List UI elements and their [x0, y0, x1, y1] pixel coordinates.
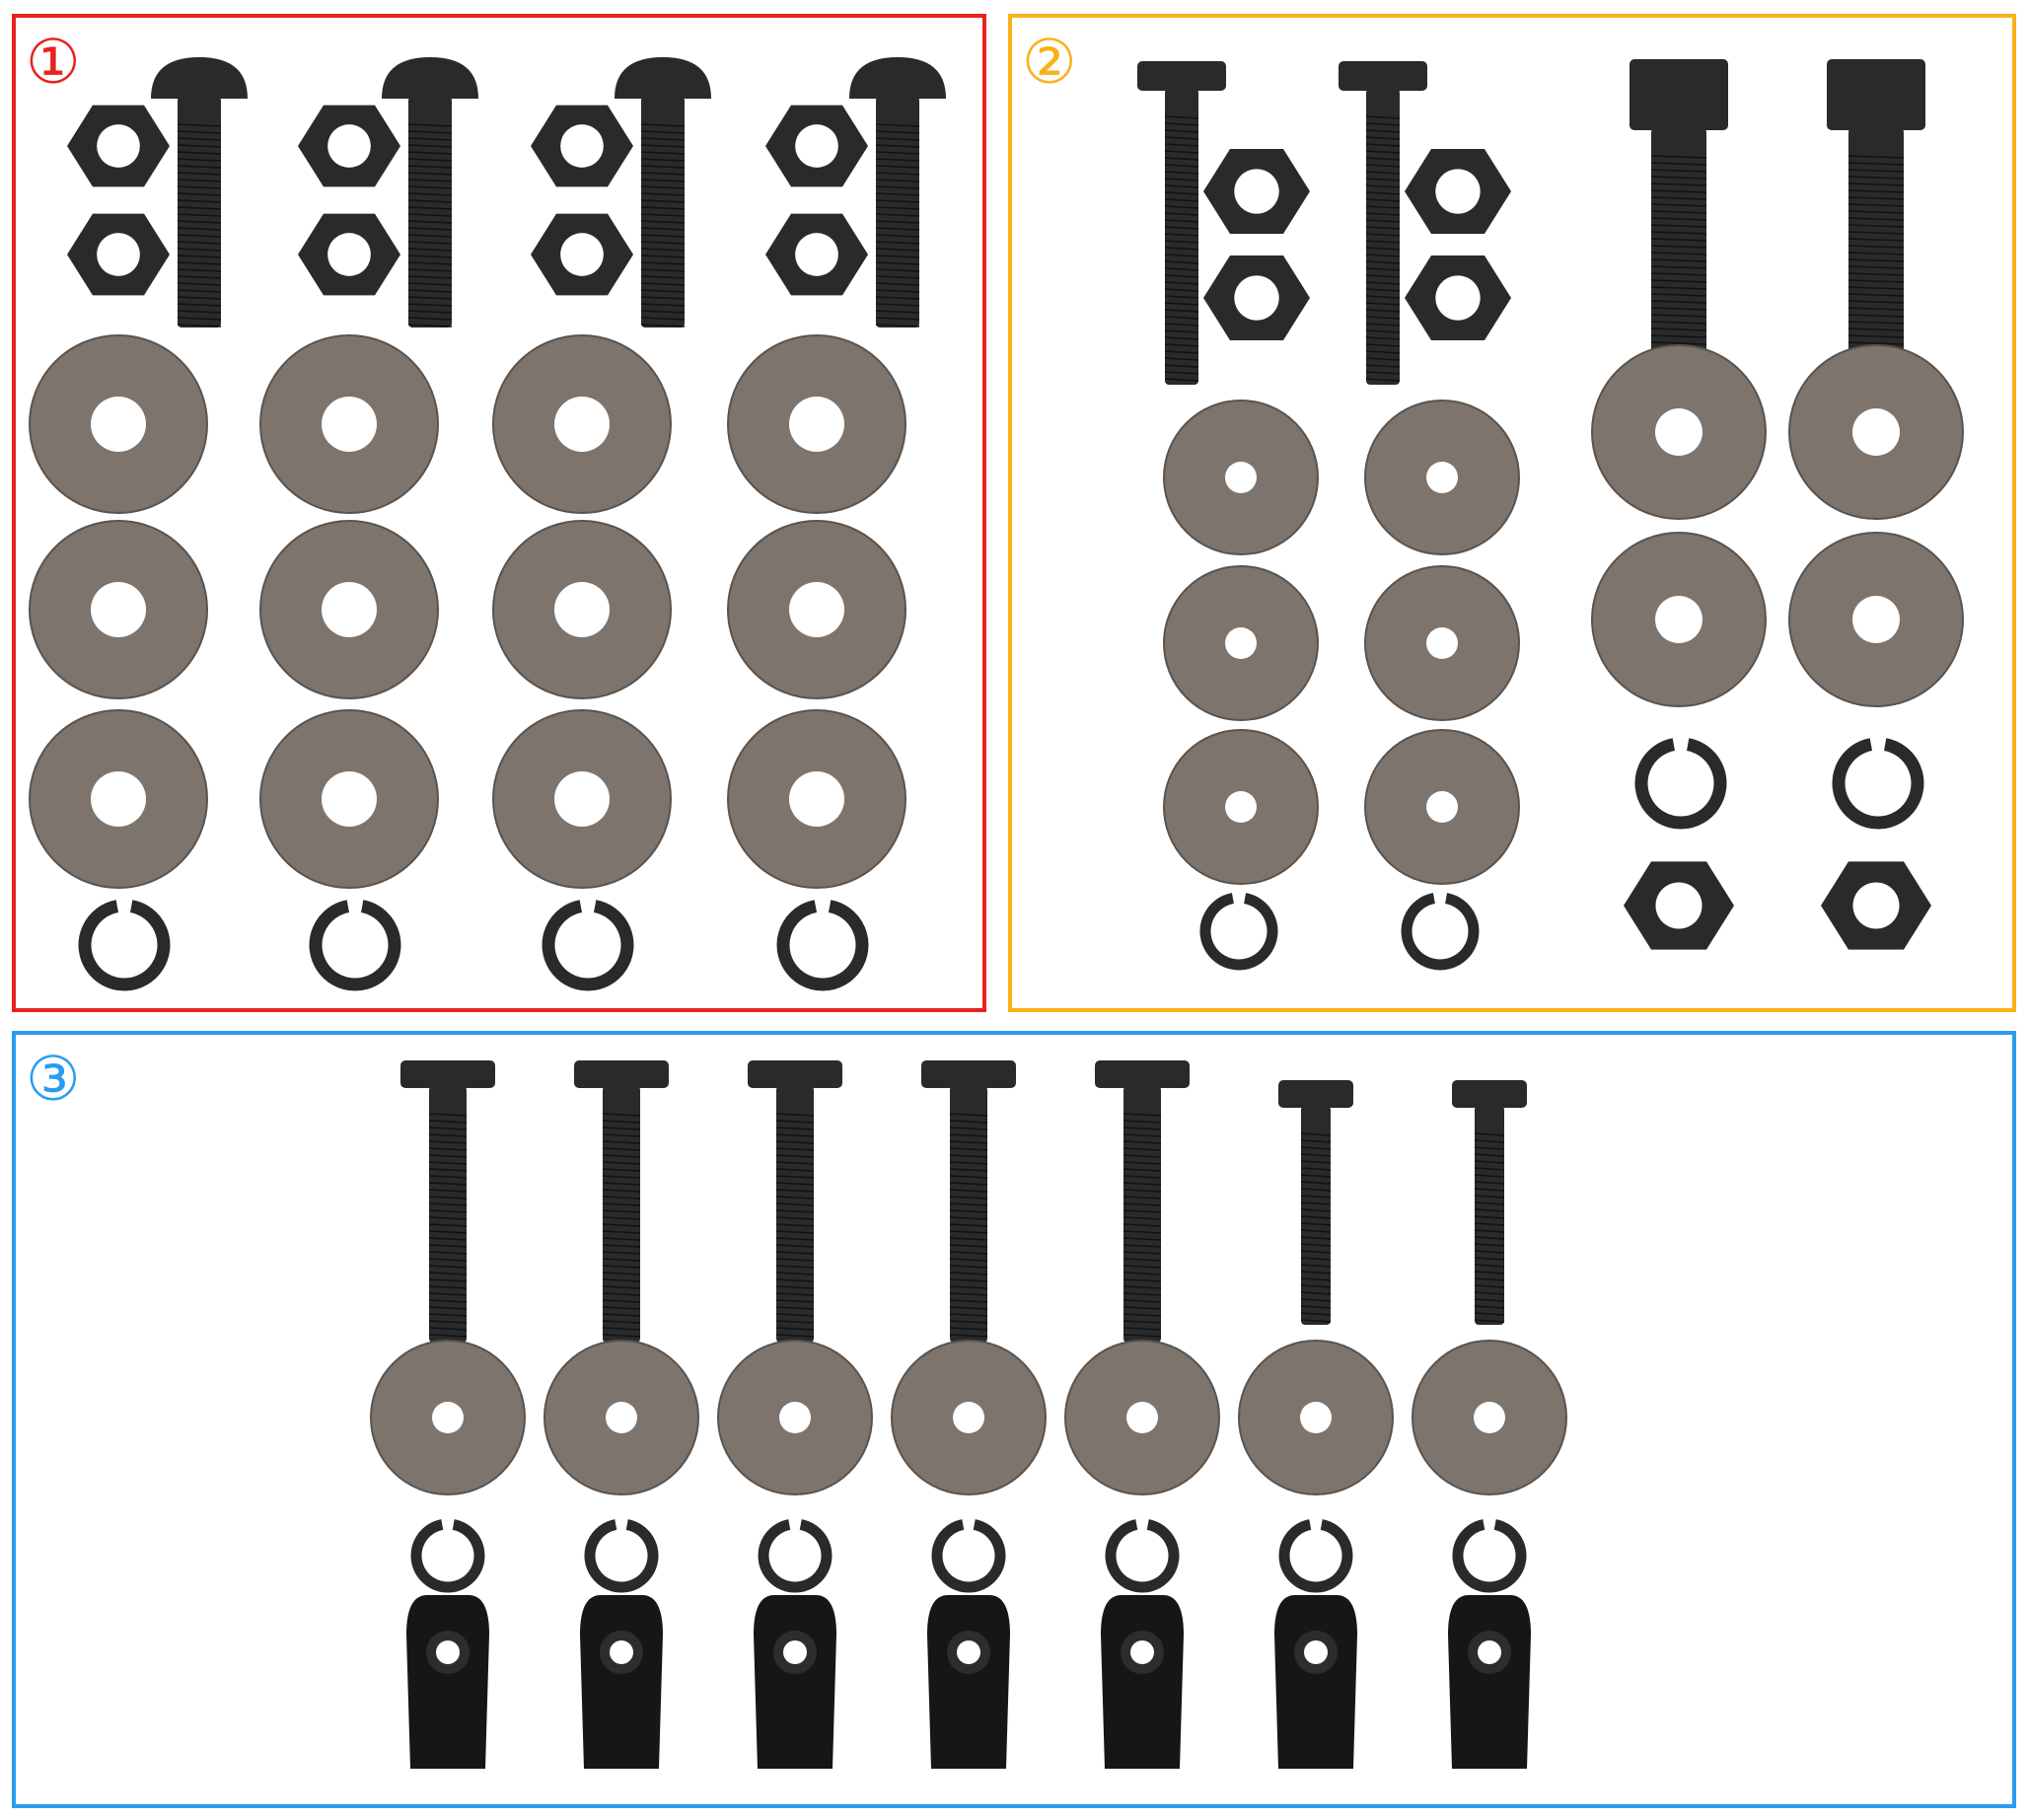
- split-lock-washer: [1401, 893, 1480, 971]
- flat-washer: [1591, 344, 1767, 520]
- hex-nut: [67, 105, 170, 187]
- hex-bolt: [1827, 59, 1925, 369]
- hex-nut: [531, 213, 633, 296]
- hex-bolt: [1278, 1080, 1353, 1325]
- flat-washer: [1364, 729, 1520, 885]
- group-3-panel: ③: [12, 1031, 2016, 1808]
- hex-nut: [298, 213, 400, 296]
- hex-nut: [765, 213, 868, 296]
- flat-washer: [492, 334, 672, 514]
- hex-bolt: [1630, 59, 1728, 369]
- group-1-panel: ①: [12, 14, 986, 1012]
- carriage-bolt: [615, 57, 711, 328]
- hex-nut: [1821, 861, 1931, 950]
- group-3-parts: [370, 1060, 1567, 1769]
- split-lock-washer: [758, 1519, 833, 1593]
- flat-washer: [543, 1340, 699, 1495]
- hex-nut: [298, 105, 400, 187]
- hex-nut: [1203, 149, 1310, 234]
- hex-nut: [1624, 861, 1734, 950]
- hex-nut: [67, 213, 170, 296]
- u-nut-clip: [754, 1595, 836, 1769]
- carriage-bolt: [382, 57, 478, 328]
- hex-nut: [1405, 149, 1511, 234]
- group-2-panel: ②: [1008, 14, 2016, 1012]
- flat-washer: [259, 709, 439, 889]
- flat-washer: [370, 1340, 526, 1495]
- group-2-number: ②: [1022, 26, 1077, 98]
- flat-washer: [727, 334, 906, 514]
- split-lock-washer: [78, 900, 171, 991]
- split-lock-washer: [931, 1519, 1006, 1593]
- flat-washer: [29, 709, 208, 889]
- split-lock-washer: [1199, 893, 1278, 971]
- split-lock-washer: [776, 900, 869, 991]
- u-nut-clip: [1101, 1595, 1184, 1769]
- group-1-number: ①: [26, 26, 81, 98]
- flat-washer: [1364, 565, 1520, 721]
- hex-bolt: [1339, 61, 1427, 385]
- flat-washer: [1163, 565, 1319, 721]
- flat-washer: [1591, 532, 1767, 707]
- hex-bolt: [400, 1060, 495, 1343]
- split-lock-washer: [410, 1519, 485, 1593]
- split-lock-washer: [542, 900, 634, 991]
- flat-washer: [1064, 1340, 1220, 1495]
- hex-bolt: [1452, 1080, 1527, 1325]
- group-2-parts: [1137, 59, 1964, 971]
- hex-nut: [1203, 255, 1310, 340]
- split-lock-washer: [584, 1519, 659, 1593]
- carriage-bolt: [151, 57, 248, 328]
- group-3-number: ③: [26, 1043, 81, 1115]
- flat-washer: [1412, 1340, 1567, 1495]
- split-lock-washer: [1452, 1519, 1527, 1593]
- hex-nut: [1405, 255, 1511, 340]
- flat-washer: [492, 709, 672, 889]
- hex-bolt: [1095, 1060, 1190, 1343]
- hex-nut: [765, 105, 868, 187]
- split-lock-washer: [1105, 1519, 1180, 1593]
- hex-bolt: [748, 1060, 842, 1343]
- flat-washer: [717, 1340, 873, 1495]
- flat-washer: [727, 520, 906, 699]
- split-lock-washer: [309, 900, 401, 991]
- flat-washer: [1163, 400, 1319, 555]
- flat-washer: [1788, 344, 1964, 520]
- u-nut-clip: [1274, 1595, 1357, 1769]
- u-nut-clip: [1448, 1595, 1531, 1769]
- flat-washer: [259, 334, 439, 514]
- hex-bolt: [574, 1060, 669, 1343]
- hex-bolt: [921, 1060, 1016, 1343]
- flat-washer: [727, 709, 906, 889]
- flat-washer: [29, 334, 208, 514]
- split-lock-washer: [1278, 1519, 1353, 1593]
- u-nut-clip: [927, 1595, 1010, 1769]
- flat-washer: [29, 520, 208, 699]
- split-lock-washer: [1634, 738, 1727, 830]
- carriage-bolt: [849, 57, 946, 328]
- hex-nut: [531, 105, 633, 187]
- flat-washer: [1238, 1340, 1394, 1495]
- split-lock-washer: [1832, 738, 1924, 830]
- flat-washer: [492, 520, 672, 699]
- flat-washer: [259, 520, 439, 699]
- flat-washer: [1364, 400, 1520, 555]
- group-1-parts: [29, 57, 946, 991]
- flat-washer: [1163, 729, 1319, 885]
- u-nut-clip: [580, 1595, 663, 1769]
- flat-washer: [1788, 532, 1964, 707]
- u-nut-clip: [406, 1595, 489, 1769]
- hex-bolt: [1137, 61, 1226, 385]
- flat-washer: [891, 1340, 1047, 1495]
